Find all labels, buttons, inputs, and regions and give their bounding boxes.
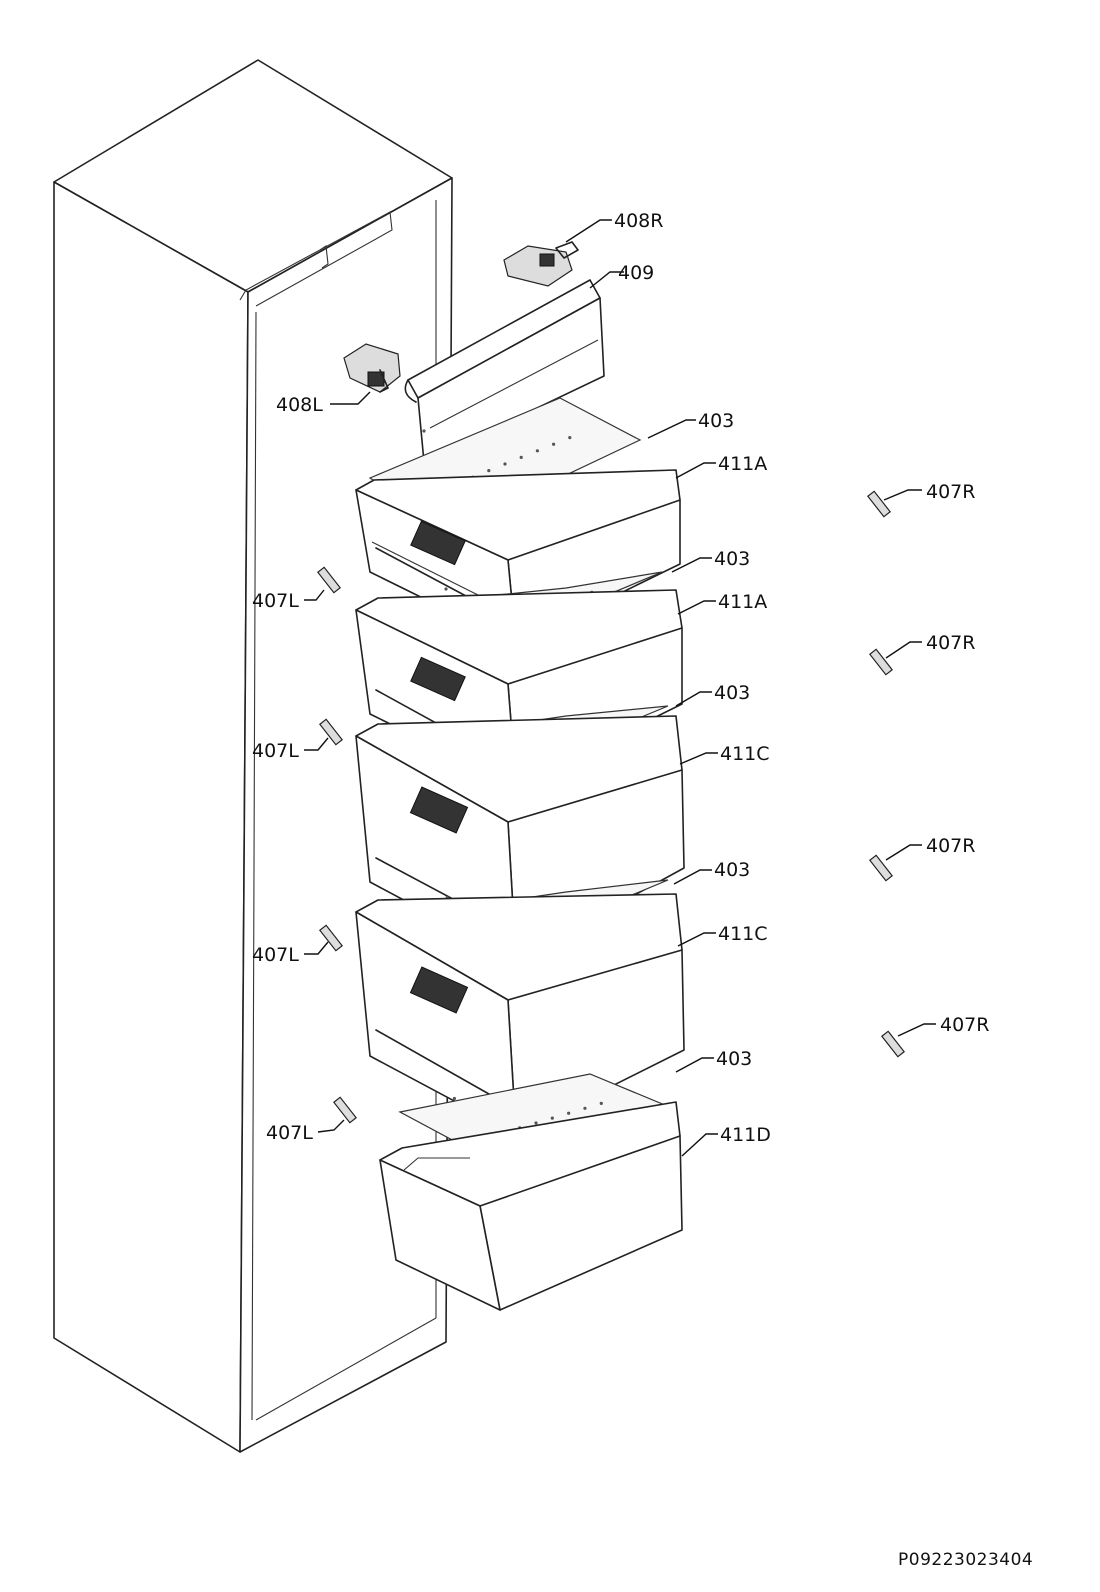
frost-dot bbox=[583, 1106, 587, 1110]
clip-407R-4 bbox=[881, 1030, 905, 1058]
label-408R: 408R bbox=[614, 210, 663, 232]
label-409: 409 bbox=[618, 262, 654, 284]
label-403-2: 403 bbox=[714, 548, 750, 570]
frost-dot bbox=[519, 455, 523, 459]
label-411A-2: 411A bbox=[718, 591, 767, 613]
clip-407L-3 bbox=[319, 924, 343, 952]
hinge-408L bbox=[343, 343, 401, 393]
label-407L-3: 407L bbox=[252, 944, 299, 966]
label-408L: 408L bbox=[276, 394, 323, 416]
flap-409 bbox=[404, 279, 605, 463]
label-411C-1: 411C bbox=[720, 743, 770, 765]
leader-lines bbox=[304, 219, 936, 1157]
label-407R-2: 407R bbox=[926, 632, 975, 654]
clip-407R-2 bbox=[869, 648, 893, 676]
frost-dot bbox=[487, 469, 491, 473]
label-411A-1: 411A bbox=[718, 453, 767, 475]
clip-407L-2 bbox=[319, 718, 343, 746]
label-407R-3: 407R bbox=[926, 835, 975, 857]
frost-dot bbox=[452, 1096, 456, 1101]
hinge-408R bbox=[503, 241, 579, 287]
label-407R-1: 407R bbox=[926, 481, 975, 503]
label-411D: 411D bbox=[720, 1124, 771, 1146]
frost-dot bbox=[534, 1121, 538, 1125]
frost-dot bbox=[568, 436, 572, 440]
label-407L-4: 407L bbox=[266, 1122, 313, 1144]
label-407L-1: 407L bbox=[252, 590, 299, 612]
label-403-5: 403 bbox=[716, 1048, 752, 1070]
label-411C-2: 411C bbox=[718, 923, 768, 945]
clip-407L-4 bbox=[333, 1096, 357, 1124]
label-403-1: 403 bbox=[698, 410, 734, 432]
label-403-3: 403 bbox=[714, 682, 750, 704]
clip-407R-1 bbox=[867, 490, 891, 518]
frost-dot bbox=[503, 462, 507, 466]
part-labels: 408R 409 408L 403 411A 407R 407L 403 411… bbox=[252, 210, 1033, 1570]
label-407L-2: 407L bbox=[252, 740, 299, 762]
frost-dot bbox=[535, 449, 540, 453]
drawing-code: P09223023404 bbox=[898, 1550, 1033, 1570]
label-407R-4: 407R bbox=[940, 1014, 989, 1036]
frost-dot bbox=[422, 429, 426, 433]
frost-dot bbox=[444, 587, 448, 591]
clip-407R-3 bbox=[869, 854, 893, 882]
frost-dot bbox=[552, 442, 556, 446]
frost-dot bbox=[550, 1116, 554, 1120]
clip-407L-1 bbox=[317, 566, 341, 594]
label-403-4: 403 bbox=[714, 859, 750, 881]
frost-dot bbox=[599, 1101, 603, 1105]
frost-dot bbox=[567, 1111, 571, 1115]
drawer-411D bbox=[379, 1101, 683, 1311]
